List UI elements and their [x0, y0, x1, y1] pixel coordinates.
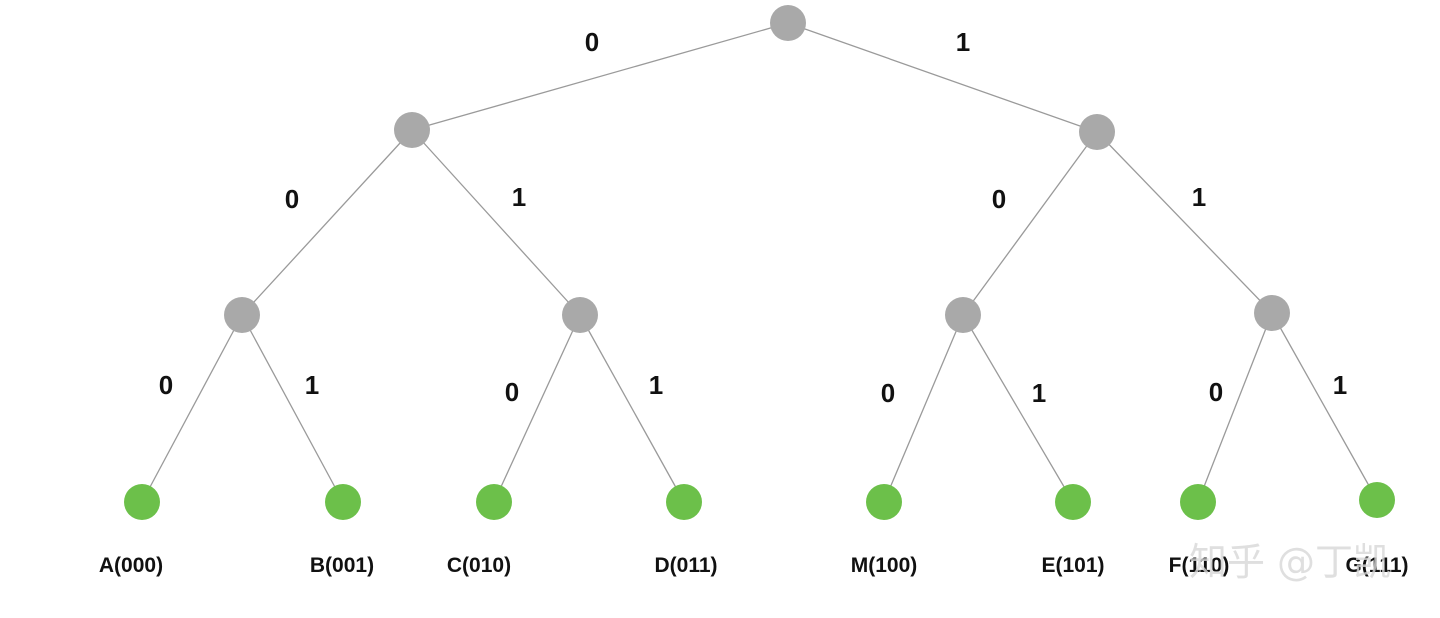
edge-label-rl-right: 1 [1032, 378, 1046, 408]
edge-root-left [411, 22, 789, 131]
internal-node-0 [394, 112, 430, 148]
edge-lr-right [579, 314, 685, 503]
edge-r-right [1096, 131, 1273, 314]
edge-label-r-right: 1 [1192, 182, 1206, 212]
edge-label-ll-right: 1 [305, 370, 319, 400]
edge-lr-left [493, 314, 581, 503]
edge-label-r-left: 0 [992, 184, 1006, 214]
tree-edges [141, 22, 1378, 503]
leaf-node-g [1359, 482, 1395, 518]
leaf-node-f [1180, 484, 1216, 520]
edge-l-left [241, 129, 413, 316]
edge-r-left [962, 131, 1098, 316]
leaf-label-b: B(001) [310, 554, 374, 577]
edge-label-lr-right: 1 [649, 370, 663, 400]
internal-node-10 [945, 297, 981, 333]
edge-rl-right [962, 314, 1074, 503]
edge-label-rl-left: 0 [881, 378, 895, 408]
edge-ll-right [241, 314, 344, 503]
leaf-label-e: E(101) [1041, 554, 1104, 577]
leaf-node-e [1055, 484, 1091, 520]
edge-ll-left [141, 314, 243, 503]
edge-rl-left [883, 314, 964, 503]
edge-l-right [411, 129, 581, 316]
leaf-node-b [325, 484, 361, 520]
internal-node-11 [1254, 295, 1290, 331]
edge-label-rr-left: 0 [1209, 377, 1223, 407]
edge-label-root-right: 1 [956, 27, 970, 57]
edge-label-rr-right: 1 [1333, 370, 1347, 400]
edge-label-root-left: 0 [585, 27, 599, 57]
root-node [770, 5, 806, 41]
leaf-label-f: F(110) [1169, 554, 1230, 577]
leaf-label-m: M(100) [851, 554, 918, 577]
leaf-node-d [666, 484, 702, 520]
internal-node-1 [1079, 114, 1115, 150]
leaf-label-c: C(010) [447, 554, 511, 577]
edge-label-ll-left: 0 [159, 370, 173, 400]
leaf-labels: A(000) B(001) C(010) D(011) M(100) E(101… [99, 554, 1409, 577]
edge-rr-left [1197, 312, 1273, 503]
edge-labels: 0 1 0 1 0 1 0 1 0 1 0 1 0 1 [159, 27, 1347, 408]
edge-label-l-right: 1 [512, 182, 526, 212]
edge-label-lr-left: 0 [505, 377, 519, 407]
leaf-label-d: D(011) [654, 554, 717, 577]
leaf-node-c [476, 484, 512, 520]
internal-node-01 [562, 297, 598, 333]
leaf-nodes [124, 482, 1395, 520]
edge-root-right [787, 22, 1098, 133]
leaf-label-g: G(111) [1345, 554, 1408, 577]
watermark: 知乎 @丁凯 [1189, 540, 1391, 584]
internal-nodes [224, 5, 1290, 333]
edge-label-l-left: 0 [285, 184, 299, 214]
leaf-node-a [124, 484, 160, 520]
leaf-label-a: A(000) [99, 554, 163, 577]
edge-rr-right [1271, 312, 1378, 501]
internal-node-00 [224, 297, 260, 333]
leaf-node-m [866, 484, 902, 520]
